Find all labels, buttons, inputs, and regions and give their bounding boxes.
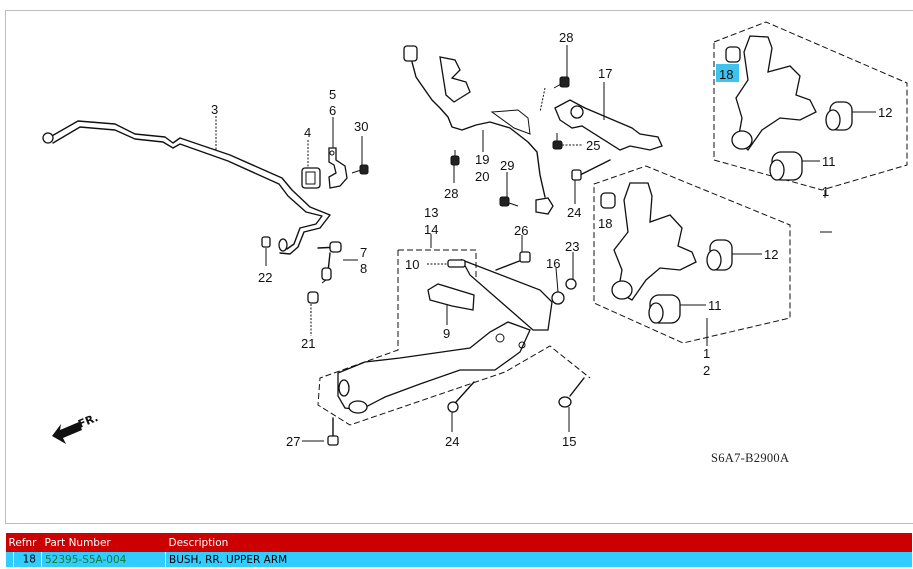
callout-11-upper[interactable]: 11 (822, 154, 836, 169)
callout-23[interactable]: 23 (565, 239, 579, 254)
upper-arm-part[interactable] (554, 99, 663, 151)
parts-diagram[interactable]: 3 4 5 6 30 22 7 8 21 28 17 19 20 28 29 2… (0, 0, 913, 528)
bushing-11-upper-part[interactable] (769, 151, 803, 181)
refnr-value: 18 (22, 553, 36, 566)
bolt-28-upper-part[interactable] (553, 76, 570, 89)
callout-28-upper[interactable]: 28 (559, 30, 573, 45)
cell-description: BUSH, RR. UPPER ARM (165, 552, 912, 567)
callout-18-lower[interactable]: 18 (598, 216, 612, 231)
flange-bolt-30-part[interactable] (351, 164, 369, 175)
knuckle-upper-part[interactable] (731, 35, 817, 152)
parts-table: Refnr Part Number Description 18 52395-S… (5, 533, 912, 567)
callout-labels: 3 4 5 6 30 22 7 8 21 28 17 19 20 28 29 2… (211, 30, 892, 449)
callout-19[interactable]: 19 (475, 152, 489, 167)
callout-5[interactable]: 5 (329, 87, 336, 102)
callout-20[interactable]: 20 (475, 169, 489, 184)
callout-10[interactable]: 10 (405, 257, 419, 272)
cell-refnr: 18 (5, 552, 42, 567)
nut-21-part[interactable] (307, 291, 319, 304)
callout-22[interactable]: 22 (258, 270, 272, 285)
arrow-left-icon (52, 422, 82, 444)
callout-16[interactable]: 16 (546, 256, 560, 271)
bolt-15-part[interactable] (558, 377, 585, 408)
table-row[interactable]: 18 52395-S5A-004 BUSH, RR. UPPER ARM (5, 552, 912, 567)
column-header-refnr[interactable]: Refnr (5, 533, 42, 552)
callout-17[interactable]: 17 (598, 66, 612, 81)
diagram-code: S6A7-B2900A (711, 451, 789, 465)
callout-11-lower[interactable]: 11 (708, 298, 722, 313)
leader-lines (215, 45, 876, 442)
stabilizer-link-part[interactable] (317, 241, 342, 284)
callout-14[interactable]: 14 (424, 222, 438, 237)
column-header-part-number[interactable]: Part Number (41, 533, 166, 552)
callout-9[interactable]: 9 (443, 326, 450, 341)
callout-3[interactable]: 3 (211, 102, 218, 117)
row-selector[interactable] (7, 552, 14, 567)
knuckle-assembly-boundary-lower (593, 165, 791, 344)
front-direction-indicator: FR. (52, 411, 100, 444)
knuckle-lower-part[interactable] (611, 182, 697, 301)
nut-23-part[interactable] (565, 278, 577, 290)
bolt-10-part[interactable] (447, 259, 466, 268)
bushing-12-upper-part[interactable] (825, 101, 853, 131)
callout-25[interactable]: 25 (586, 138, 600, 153)
cell-part-number[interactable]: 52395-S5A-004 (41, 552, 166, 567)
bushing-18-lower-part[interactable] (600, 192, 616, 209)
stabilizer-bushing-part[interactable] (301, 167, 321, 189)
bolt-24-upper-part[interactable] (571, 159, 611, 181)
callout-13[interactable]: 13 (424, 205, 438, 220)
callout-24-upper[interactable]: 24 (567, 205, 581, 220)
bolt-27-part[interactable] (327, 417, 339, 446)
knuckle-assembly-boundary-upper (713, 21, 908, 191)
callout-8[interactable]: 8 (360, 261, 367, 276)
bolt-29-part[interactable] (499, 196, 519, 207)
callout-24-lower[interactable]: 24 (445, 434, 459, 449)
bolt-28-lower-part[interactable] (450, 150, 460, 166)
stabilizer-bar-part[interactable] (42, 120, 331, 255)
bushing-holder-part[interactable] (328, 147, 348, 189)
callout-12-upper[interactable]: 12 (878, 105, 892, 120)
bolt-24-lower-part[interactable] (447, 381, 475, 413)
callout-6[interactable]: 6 (329, 103, 336, 118)
callout-1[interactable]: 1 (703, 346, 710, 361)
callout-26[interactable]: 26 (514, 223, 528, 238)
bolt-26-part[interactable] (495, 251, 531, 271)
callout-7[interactable]: 7 (360, 245, 367, 260)
callout-15[interactable]: 15 (562, 434, 576, 449)
bushing-18-highlighted-part[interactable] (725, 46, 741, 63)
washer-16-part[interactable] (551, 291, 565, 305)
bushing-12-lower-part[interactable] (706, 239, 733, 271)
callout-27[interactable]: 27 (286, 434, 300, 449)
callout-21[interactable]: 21 (301, 336, 315, 351)
callout-28-lower[interactable]: 28 (444, 186, 458, 201)
column-header-description[interactable]: Description (165, 533, 912, 552)
callout-18-highlight (716, 64, 739, 82)
callout-4[interactable]: 4 (304, 125, 311, 140)
callout-2[interactable]: 2 (703, 363, 710, 378)
bushing-11-lower-part[interactable] (648, 294, 681, 324)
lower-arm-assembly-part[interactable] (337, 258, 553, 414)
front-label: FR. (76, 411, 100, 431)
callout-12-lower[interactable]: 12 (764, 247, 778, 262)
callout-29[interactable]: 29 (500, 158, 514, 173)
callout-1-upper[interactable]: 1 (822, 184, 829, 199)
nut-22-part[interactable] (261, 236, 271, 248)
abs-sensor-harness-part[interactable] (403, 45, 554, 215)
parts-table-header: Refnr Part Number Description (5, 533, 912, 552)
callout-30[interactable]: 30 (354, 119, 368, 134)
callout-18-highlighted[interactable]: 18 (719, 67, 733, 82)
bolt-25-part[interactable] (552, 133, 563, 150)
